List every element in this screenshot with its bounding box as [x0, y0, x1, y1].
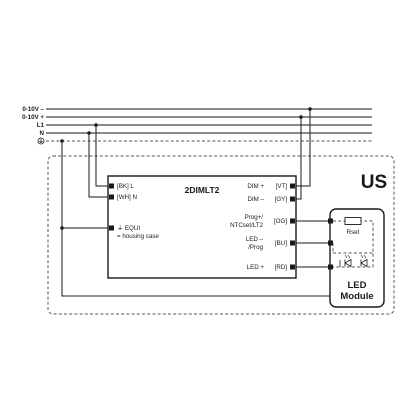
label-n: N	[40, 130, 45, 137]
driver-box	[107, 175, 297, 279]
led-module-box	[329, 208, 385, 308]
label-dim-minus: 0-10V –	[22, 106, 44, 113]
junction-dot	[308, 107, 312, 111]
terminal-label-bk: [BK] L	[117, 183, 134, 190]
terminal-name-led-plus: LED +	[247, 264, 265, 271]
terminal-name-led-minus: LED –	[246, 236, 264, 243]
terminal-name-prog-sub: /Prog	[248, 244, 263, 251]
earth-ground-icon	[37, 137, 45, 145]
junction-dot	[60, 139, 64, 143]
wire-earth-to-module	[61, 228, 335, 297]
module-terminal-bu	[328, 240, 333, 246]
driver-title: 2DIMLT2	[185, 185, 220, 195]
label-dim-plus: 0-10V +	[22, 114, 44, 121]
led-module: Rset LED Module	[328, 208, 385, 308]
terminal-color-og: [OG]	[274, 218, 287, 225]
resistor-label: Rset	[347, 229, 360, 236]
terminal-label-wh: [WH] N	[117, 194, 137, 201]
module-terminal-og	[328, 218, 333, 224]
terminal-color-rd: [RD]	[275, 264, 288, 271]
terminal-name-ntcset: NTCset/LT2	[230, 222, 263, 229]
junction-dot	[94, 123, 98, 127]
driver-unit: 2DIMLT2 [BK] L [WH] N ⏚ EQUI = housing c…	[107, 175, 297, 279]
wire-dim-minus-to-vt	[296, 109, 311, 187]
terminal-color-gy: [GY]	[275, 196, 288, 203]
junction-dot	[87, 131, 91, 135]
supply-lines: 0-10V – 0-10V + L1 N	[22, 106, 372, 145]
connection-wires	[60, 107, 335, 297]
resistor-icon	[344, 217, 362, 225]
terminal-rd	[290, 264, 295, 270]
terminal-og	[290, 218, 295, 224]
terminal-label-equi: ⏚ EQUI	[117, 225, 140, 232]
terminal-name-dim-minus: DIM –	[247, 196, 264, 203]
terminal-gy	[290, 196, 295, 202]
terminal-bk	[109, 183, 114, 189]
junction-dot	[299, 115, 303, 119]
led-diode-icon	[360, 254, 368, 268]
led-diode-icon	[339, 254, 352, 268]
module-internal-circuit	[333, 220, 374, 268]
region-label: US	[361, 172, 387, 193]
label-l1: L1	[37, 122, 45, 129]
terminal-color-vt: [VT]	[276, 183, 288, 190]
terminal-name-prog: Prog+/	[245, 214, 264, 221]
terminal-bu	[290, 240, 295, 246]
terminal-color-bu: [BU]	[275, 240, 287, 247]
terminal-name-dim-plus: DIM +	[247, 183, 264, 190]
led-module-label-line2: Module	[340, 291, 373, 302]
wire-l1-to-bk	[95, 125, 109, 187]
us-enclosure	[47, 155, 395, 315]
terminal-equi	[109, 225, 114, 231]
wire-earth-to-equi	[61, 141, 109, 229]
wire-dim-plus-to-gy	[296, 117, 302, 200]
terminal-note-housing: = housing case	[117, 233, 159, 240]
led-module-label-line1: LED	[348, 280, 367, 291]
module-terminal-rd	[328, 264, 333, 270]
terminal-vt	[290, 183, 295, 189]
junction-dot	[60, 226, 64, 230]
wire-n-to-wh	[88, 133, 109, 198]
terminal-wh	[109, 194, 114, 200]
